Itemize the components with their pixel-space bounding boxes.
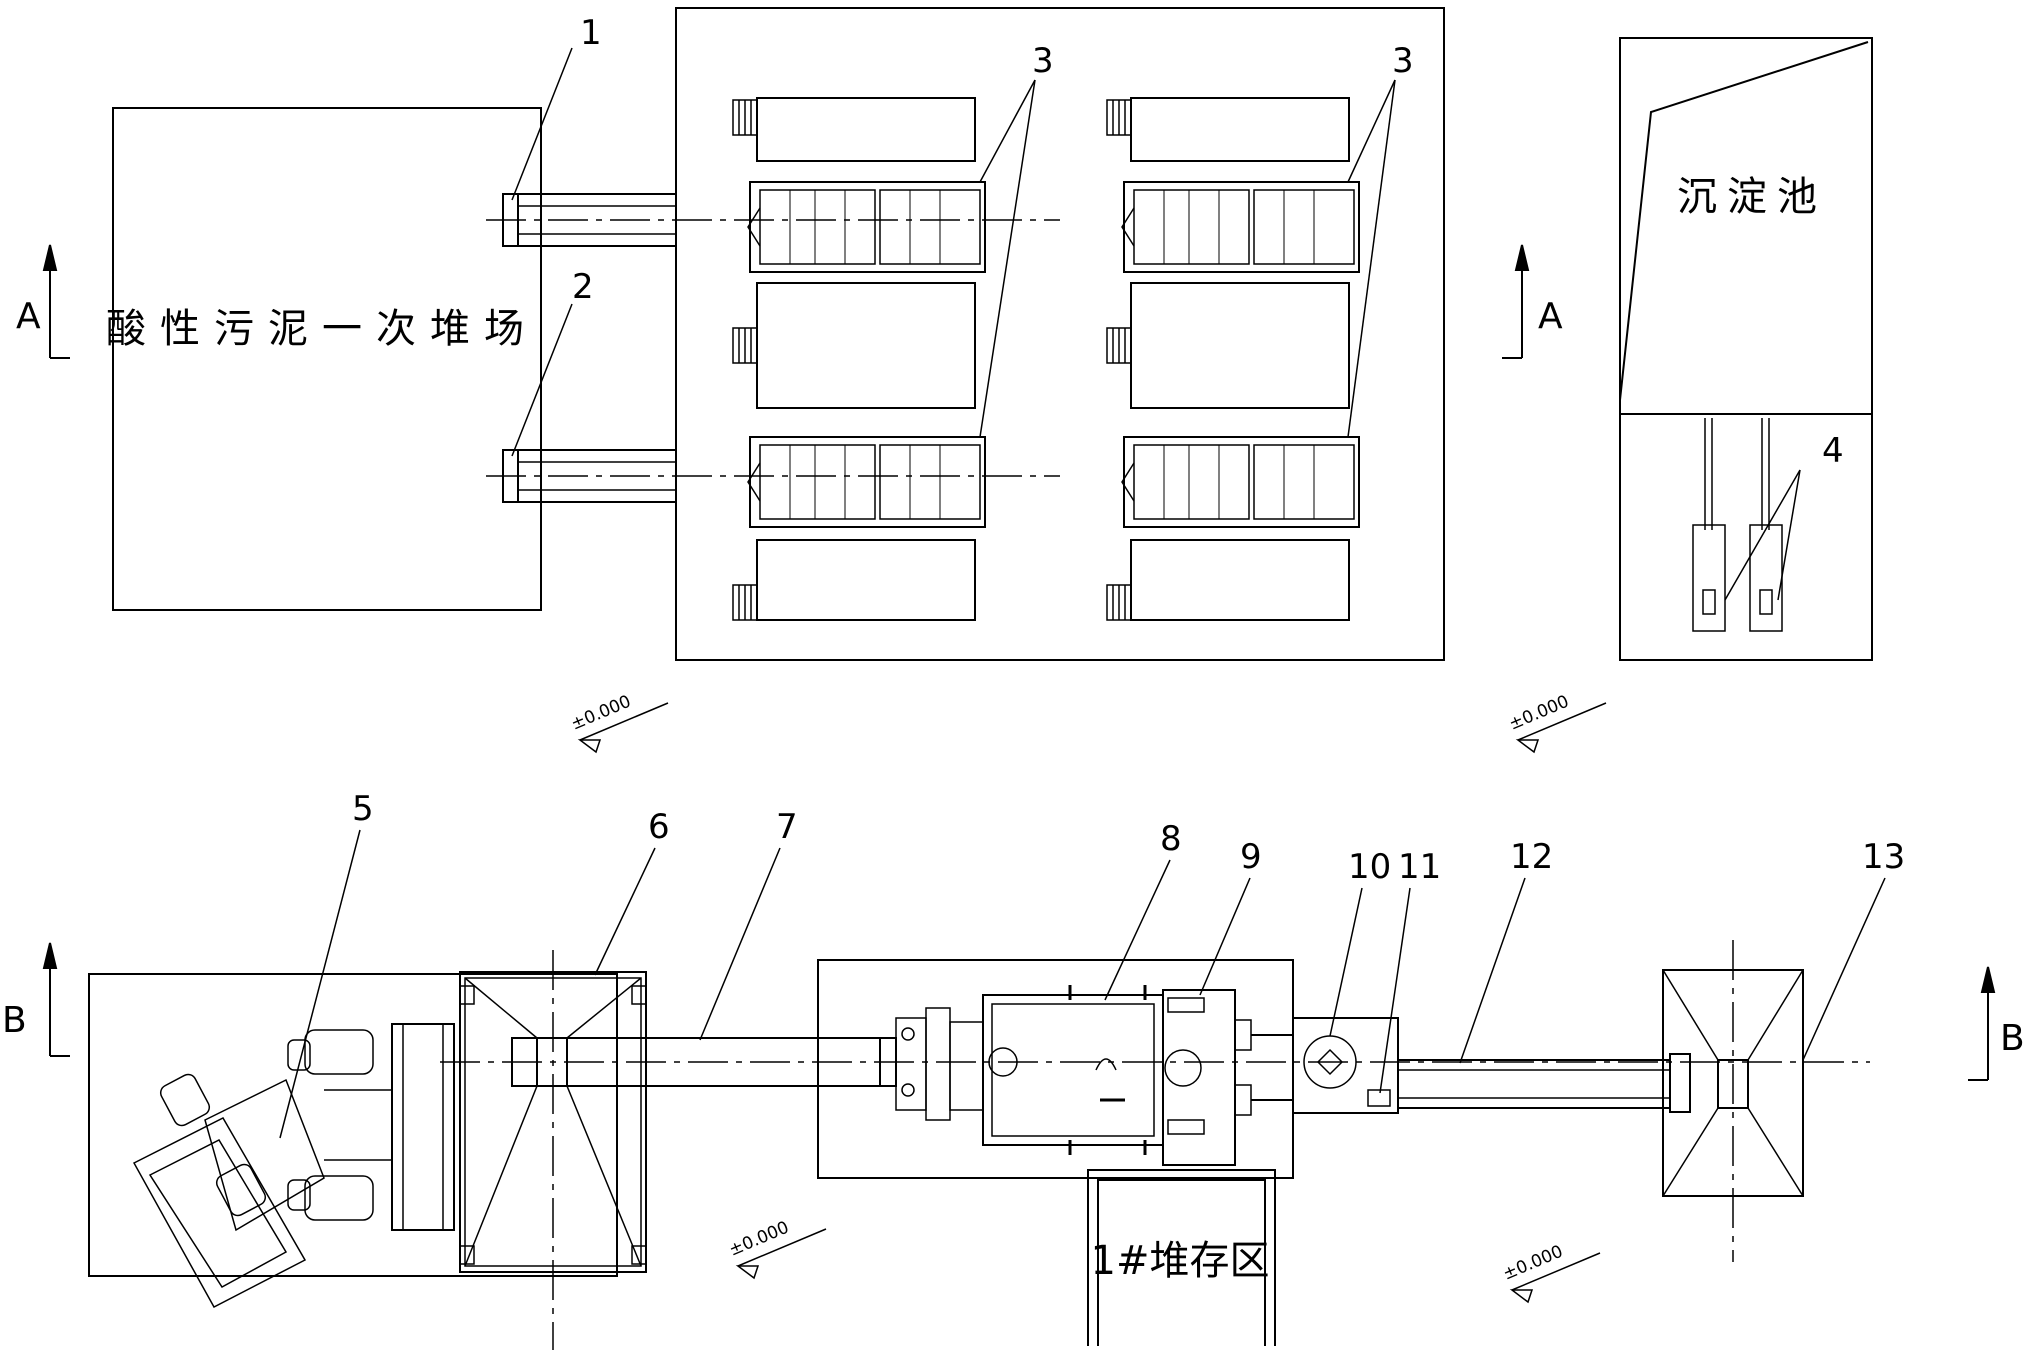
sedimentation-tank: 沉淀池 — [1619, 37, 1873, 661]
svg-text:B: B — [2000, 1018, 2025, 1059]
elevation-mark-4: ±0.000 — [1500, 1242, 1601, 1304]
centerlines-top — [486, 219, 1060, 477]
pump-4b — [1749, 418, 1783, 632]
feed-gear — [895, 1007, 984, 1121]
svg-text:±0.000: ±0.000 — [568, 692, 634, 735]
svg-text:2: 2 — [572, 267, 594, 307]
drive-unit-9 — [1162, 989, 1293, 1166]
svg-text:12: 12 — [1510, 837, 1553, 877]
storage-area-1: 1#堆存区 — [1087, 1169, 1276, 1346]
feed-conveyor-2 — [502, 449, 677, 503]
storage-label: 1#堆存区 — [1091, 1238, 1270, 1284]
machine-3b — [1121, 181, 1360, 273]
section-mark-a-right: A — [1502, 244, 1563, 359]
svg-text:13: 13 — [1862, 837, 1905, 877]
elevation-mark-1: ±0.000 — [568, 692, 669, 754]
svg-text:7: 7 — [776, 807, 798, 847]
svg-text:11: 11 — [1398, 847, 1441, 887]
truck — [132, 1029, 392, 1309]
elevation-mark-2: ±0.000 — [1506, 692, 1607, 754]
svg-text:±0.000: ±0.000 — [1506, 692, 1572, 735]
callouts-top: 1 2 3 3 4 — [511, 13, 1844, 601]
tank-label: 沉淀池 — [1677, 174, 1827, 220]
pump-4a — [1692, 418, 1726, 632]
svg-text:6: 6 — [648, 807, 670, 847]
svg-text:3: 3 — [1032, 41, 1054, 81]
section-mark-b-left: B — [2, 942, 70, 1057]
svg-text:5: 5 — [352, 789, 374, 829]
process-building — [675, 7, 1445, 661]
conveyor-12 — [1397, 1053, 1691, 1113]
feed-conveyor-1 — [502, 193, 677, 247]
svg-text:B: B — [2, 1000, 27, 1041]
machine-3a — [747, 181, 986, 273]
svg-text:1: 1 — [580, 13, 602, 53]
yard-label: 酸性污泥一次堆场 — [106, 306, 538, 352]
callouts-bottom: 5 6 7 8 9 10 11 12 13 — [279, 789, 1905, 1139]
acid-sludge-yard: 酸性污泥一次堆场 — [106, 107, 542, 611]
hatch-markers — [732, 99, 1132, 621]
drum-machine-8 — [982, 985, 1164, 1155]
svg-text:±0.000: ±0.000 — [726, 1218, 792, 1261]
treatment-house — [817, 959, 1294, 1179]
section-mark-b-right: B — [1968, 966, 2025, 1081]
receiving-area — [88, 973, 618, 1309]
svg-text:10: 10 — [1348, 847, 1391, 887]
svg-text:8: 8 — [1160, 819, 1182, 859]
svg-text:A: A — [16, 296, 41, 337]
machine-3d — [1121, 436, 1360, 528]
svg-text:3: 3 — [1392, 41, 1414, 81]
machine-3c — [747, 436, 986, 528]
centerlines-bottom — [440, 940, 1870, 1350]
svg-text:±0.000: ±0.000 — [1500, 1242, 1566, 1285]
svg-text:A: A — [1538, 296, 1563, 337]
elevation-mark-3: ±0.000 — [726, 1218, 827, 1280]
svg-text:9: 9 — [1240, 837, 1262, 877]
section-mark-a-left: A — [16, 244, 70, 359]
svg-text:4: 4 — [1822, 431, 1844, 471]
screw-feeder-10 — [1292, 1017, 1399, 1114]
